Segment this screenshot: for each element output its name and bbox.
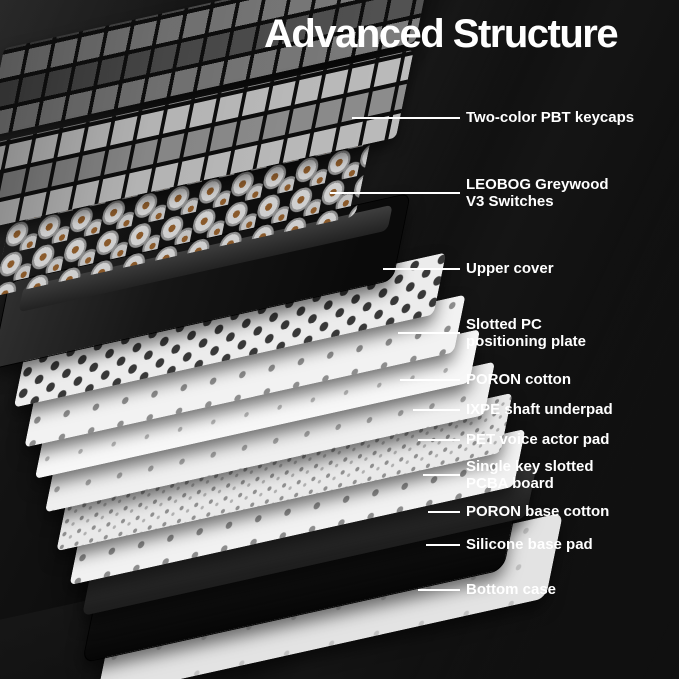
label-silicone: Silicone base pad bbox=[466, 536, 593, 553]
label-upper-cover: Upper cover bbox=[466, 260, 554, 277]
leader-line-poron-base bbox=[428, 511, 460, 513]
label-positioning-plate: Slotted PC positioning plate bbox=[466, 316, 586, 351]
label-poron-cotton: PORON cotton bbox=[466, 371, 571, 388]
label-poron-base: PORON base cotton bbox=[466, 503, 610, 520]
leader-line-positioning-plate bbox=[398, 332, 460, 334]
label-pet: PET voice actor pad bbox=[466, 431, 610, 448]
label-bottom-case: Bottom case bbox=[466, 581, 557, 598]
leader-line-pet bbox=[418, 439, 460, 441]
leader-line-silicone bbox=[426, 544, 460, 546]
leader-line-upper-cover bbox=[383, 268, 460, 270]
leader-line-ixpe bbox=[413, 409, 460, 411]
leader-line-pcba bbox=[423, 474, 460, 476]
leader-line-switches bbox=[330, 192, 460, 194]
label-pcba: Single key slotted PCBA board bbox=[466, 458, 594, 493]
leader-line-keycaps bbox=[352, 117, 460, 119]
leader-line-poron-cotton bbox=[400, 379, 460, 381]
label-ixpe: IXPE shaft underpad bbox=[466, 401, 613, 418]
leader-line-bottom-case bbox=[418, 589, 460, 591]
page-title: Advanced Structure bbox=[264, 12, 619, 56]
label-keycaps: Two-color PBT keycaps bbox=[466, 109, 635, 126]
label-switches: LEOBOG Greywood V3 Switches bbox=[466, 176, 609, 211]
